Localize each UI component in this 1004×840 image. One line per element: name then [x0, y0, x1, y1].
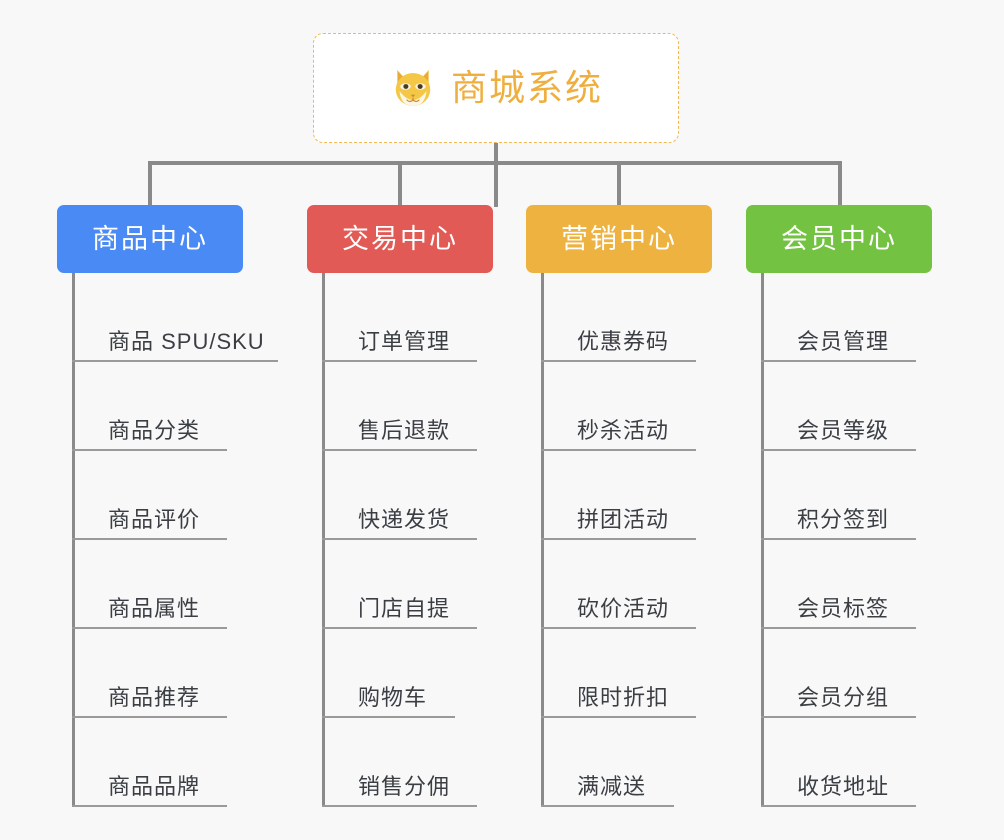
leaf-item[interactable]: 满减送	[541, 718, 674, 807]
category-box-member-center[interactable]: 会员中心	[746, 205, 932, 273]
category-label: 商品中心	[92, 223, 208, 254]
root-title: 商城系统	[450, 67, 603, 108]
connector-horizontal-bus	[148, 161, 842, 165]
leaf-column-marketing-center: 优惠券码秒杀活动拼团活动砍价活动限时折扣满减送	[541, 273, 701, 807]
connector-root-stem	[494, 143, 498, 207]
connector-spine-marketing-center	[541, 273, 544, 807]
leaf-column-trade-center: 订单管理售后退款快递发货门店自提购物车销售分佣	[322, 273, 482, 807]
leaf-item-label: 满减送	[577, 774, 647, 799]
leaf-item-label: 秒杀活动	[577, 418, 670, 443]
leaf-item-label: 订单管理	[358, 329, 451, 354]
leaf-item-label: 快递发货	[358, 507, 451, 532]
leaf-item-label: 会员分组	[797, 685, 890, 710]
leaf-item-label: 拼团活动	[577, 507, 670, 532]
category-box-product-center[interactable]: 商品中心	[57, 205, 243, 273]
leaf-item-label: 商品属性	[108, 596, 201, 621]
leaf-item[interactable]: 秒杀活动	[541, 362, 696, 451]
shiba-dog-face-icon	[395, 70, 431, 108]
leaf-item[interactable]: 收货地址	[761, 718, 916, 807]
connector-drop-member-center	[838, 161, 842, 207]
leaf-item[interactable]: 砍价活动	[541, 540, 696, 629]
connector-spine-product-center	[72, 273, 75, 807]
leaf-item-label: 收货地址	[797, 774, 890, 799]
category-label: 交易中心	[342, 223, 458, 254]
category-box-marketing-center[interactable]: 营销中心	[526, 205, 712, 273]
leaf-item[interactable]: 商品 SPU/SKU	[72, 273, 278, 362]
leaf-item[interactable]: 商品属性	[72, 540, 227, 629]
leaf-item-label: 限时折扣	[577, 685, 670, 710]
leaf-item[interactable]: 限时折扣	[541, 629, 696, 718]
connector-drop-trade-center	[398, 161, 402, 207]
category-box-trade-center[interactable]: 交易中心	[307, 205, 493, 273]
leaf-item-label: 销售分佣	[358, 774, 451, 799]
leaf-item[interactable]: 商品推荐	[72, 629, 227, 718]
leaf-item[interactable]: 积分签到	[761, 451, 916, 540]
leaf-item-label: 优惠券码	[577, 329, 670, 354]
leaf-column-member-center: 会员管理会员等级积分签到会员标签会员分组收货地址	[761, 273, 921, 807]
leaf-item-label: 商品评价	[108, 507, 201, 532]
leaf-item-label: 商品推荐	[108, 685, 201, 710]
leaf-item[interactable]: 商品品牌	[72, 718, 227, 807]
leaf-item-label: 门店自提	[358, 596, 451, 621]
category-label: 会员中心	[781, 223, 897, 254]
leaf-item[interactable]: 拼团活动	[541, 451, 696, 540]
root-node[interactable]: 商城系统	[313, 33, 679, 143]
leaf-item-label: 商品 SPU/SKU	[108, 329, 265, 354]
leaf-item-label: 积分签到	[797, 507, 890, 532]
leaf-item-label: 砍价活动	[577, 596, 670, 621]
leaf-item-label: 售后退款	[358, 418, 451, 443]
leaf-item-label: 会员标签	[797, 596, 890, 621]
leaf-item-label: 商品分类	[108, 418, 201, 443]
connector-drop-marketing-center	[617, 161, 621, 207]
leaf-item[interactable]: 商品评价	[72, 451, 227, 540]
leaf-item[interactable]: 售后退款	[322, 362, 477, 451]
connector-spine-trade-center	[322, 273, 325, 807]
leaf-item-label: 商品品牌	[108, 774, 201, 799]
leaf-item-label: 会员管理	[797, 329, 890, 354]
leaf-item[interactable]: 门店自提	[322, 540, 477, 629]
leaf-item[interactable]: 订单管理	[322, 273, 477, 362]
leaf-item-label: 会员等级	[797, 418, 890, 443]
connector-spine-member-center	[761, 273, 764, 807]
category-label: 营销中心	[561, 223, 677, 254]
leaf-item[interactable]: 销售分佣	[322, 718, 477, 807]
leaf-column-product-center: 商品 SPU/SKU 商品分类商品评价商品属性商品推荐商品品牌	[72, 273, 282, 807]
leaf-item[interactable]: 购物车	[322, 629, 455, 718]
leaf-item[interactable]: 会员分组	[761, 629, 916, 718]
leaf-item-label: 购物车	[358, 685, 428, 710]
leaf-item[interactable]: 会员标签	[761, 540, 916, 629]
leaf-item[interactable]: 商品分类	[72, 362, 227, 451]
leaf-item[interactable]: 优惠券码	[541, 273, 696, 362]
connector-drop-product-center	[148, 161, 152, 207]
leaf-item[interactable]: 会员等级	[761, 362, 916, 451]
leaf-item[interactable]: 快递发货	[322, 451, 477, 540]
leaf-item[interactable]: 会员管理	[761, 273, 916, 362]
